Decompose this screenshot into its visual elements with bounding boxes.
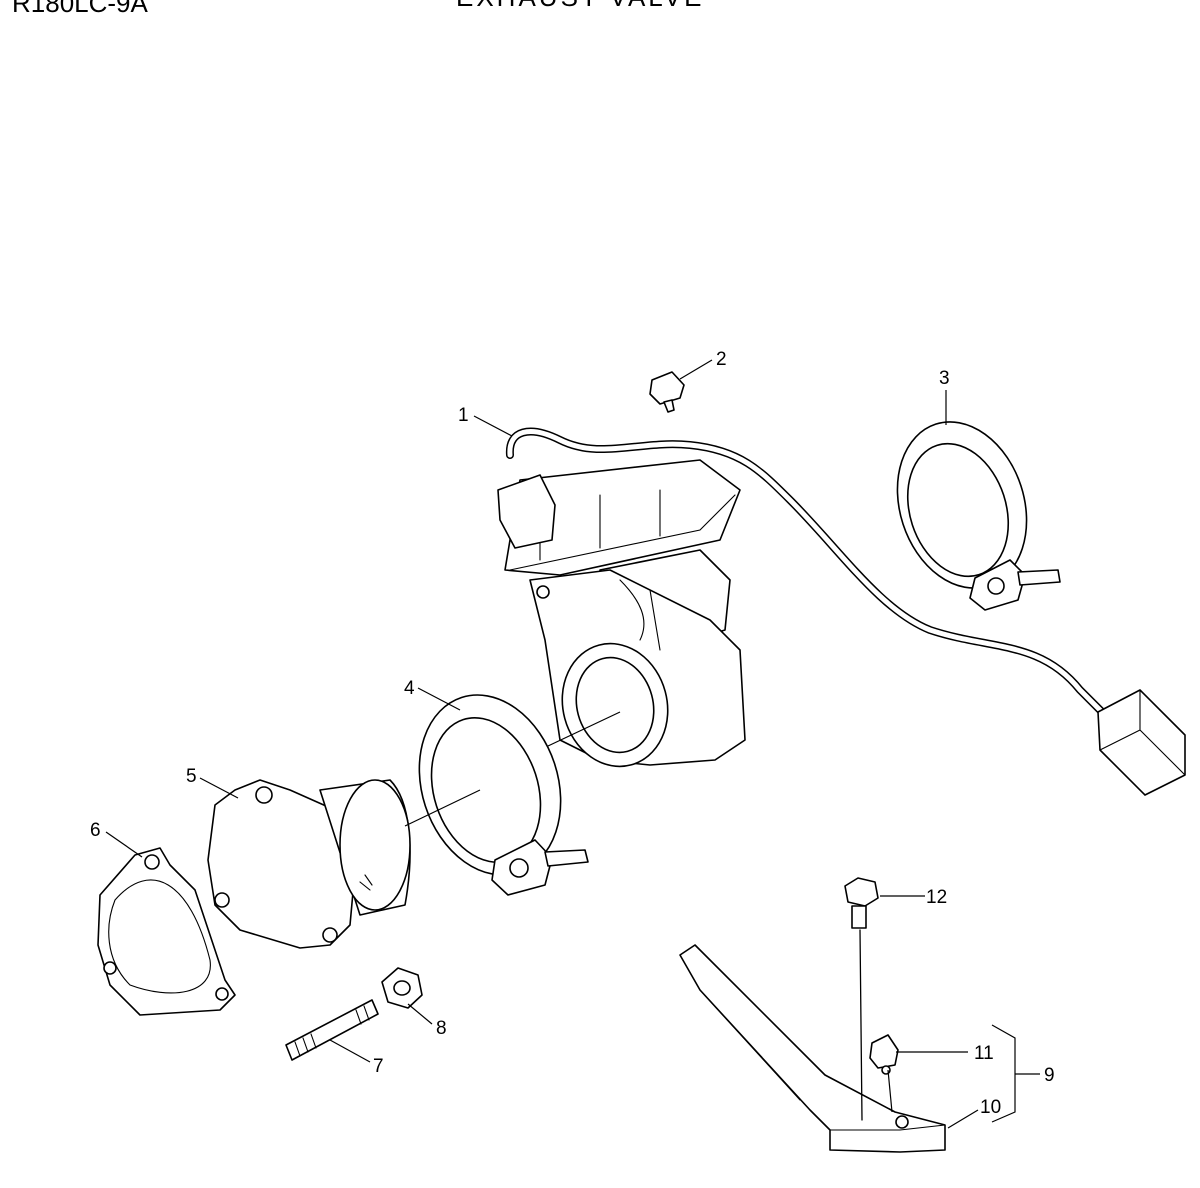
callout-8[interactable]: 8: [436, 1018, 447, 1039]
part-10-bracket[interactable]: [679, 944, 946, 1153]
callout-leaders: [105, 359, 1040, 1129]
part-7-stud[interactable]: [285, 999, 379, 1061]
part-11-clip[interactable]: [869, 1034, 899, 1075]
callout-2[interactable]: 2: [716, 349, 727, 370]
part-8-nut[interactable]: [381, 967, 423, 1009]
callout-7[interactable]: 7: [373, 1056, 384, 1077]
part-12-bolt[interactable]: [844, 877, 879, 1121]
callout-10[interactable]: 10: [980, 1097, 1001, 1118]
callout-6[interactable]: 6: [90, 820, 101, 841]
callout-labels: 1 2 3 4 5 6 7 8 9 10 11 12: [90, 349, 1055, 1118]
callout-3[interactable]: 3: [939, 368, 950, 389]
part-1-exhaust-valve[interactable]: [497, 427, 1186, 796]
model-code: R180LC-9A: [12, 0, 148, 18]
callout-1[interactable]: 1: [458, 405, 469, 426]
callout-12[interactable]: 12: [926, 887, 947, 908]
part-6-gasket[interactable]: [97, 847, 236, 1016]
callout-4[interactable]: 4: [404, 678, 415, 699]
page-title: EXHAUST VALVE: [456, 0, 705, 10]
callout-5[interactable]: 5: [186, 766, 197, 787]
part-2-bolt[interactable]: [649, 371, 685, 413]
callout-9[interactable]: 9: [1044, 1065, 1055, 1086]
part-4-clamp[interactable]: [397, 676, 589, 896]
callout-11[interactable]: 11: [974, 1043, 994, 1064]
part-3-clamp[interactable]: [877, 405, 1061, 611]
part-5-flange-adapter[interactable]: [207, 779, 411, 949]
